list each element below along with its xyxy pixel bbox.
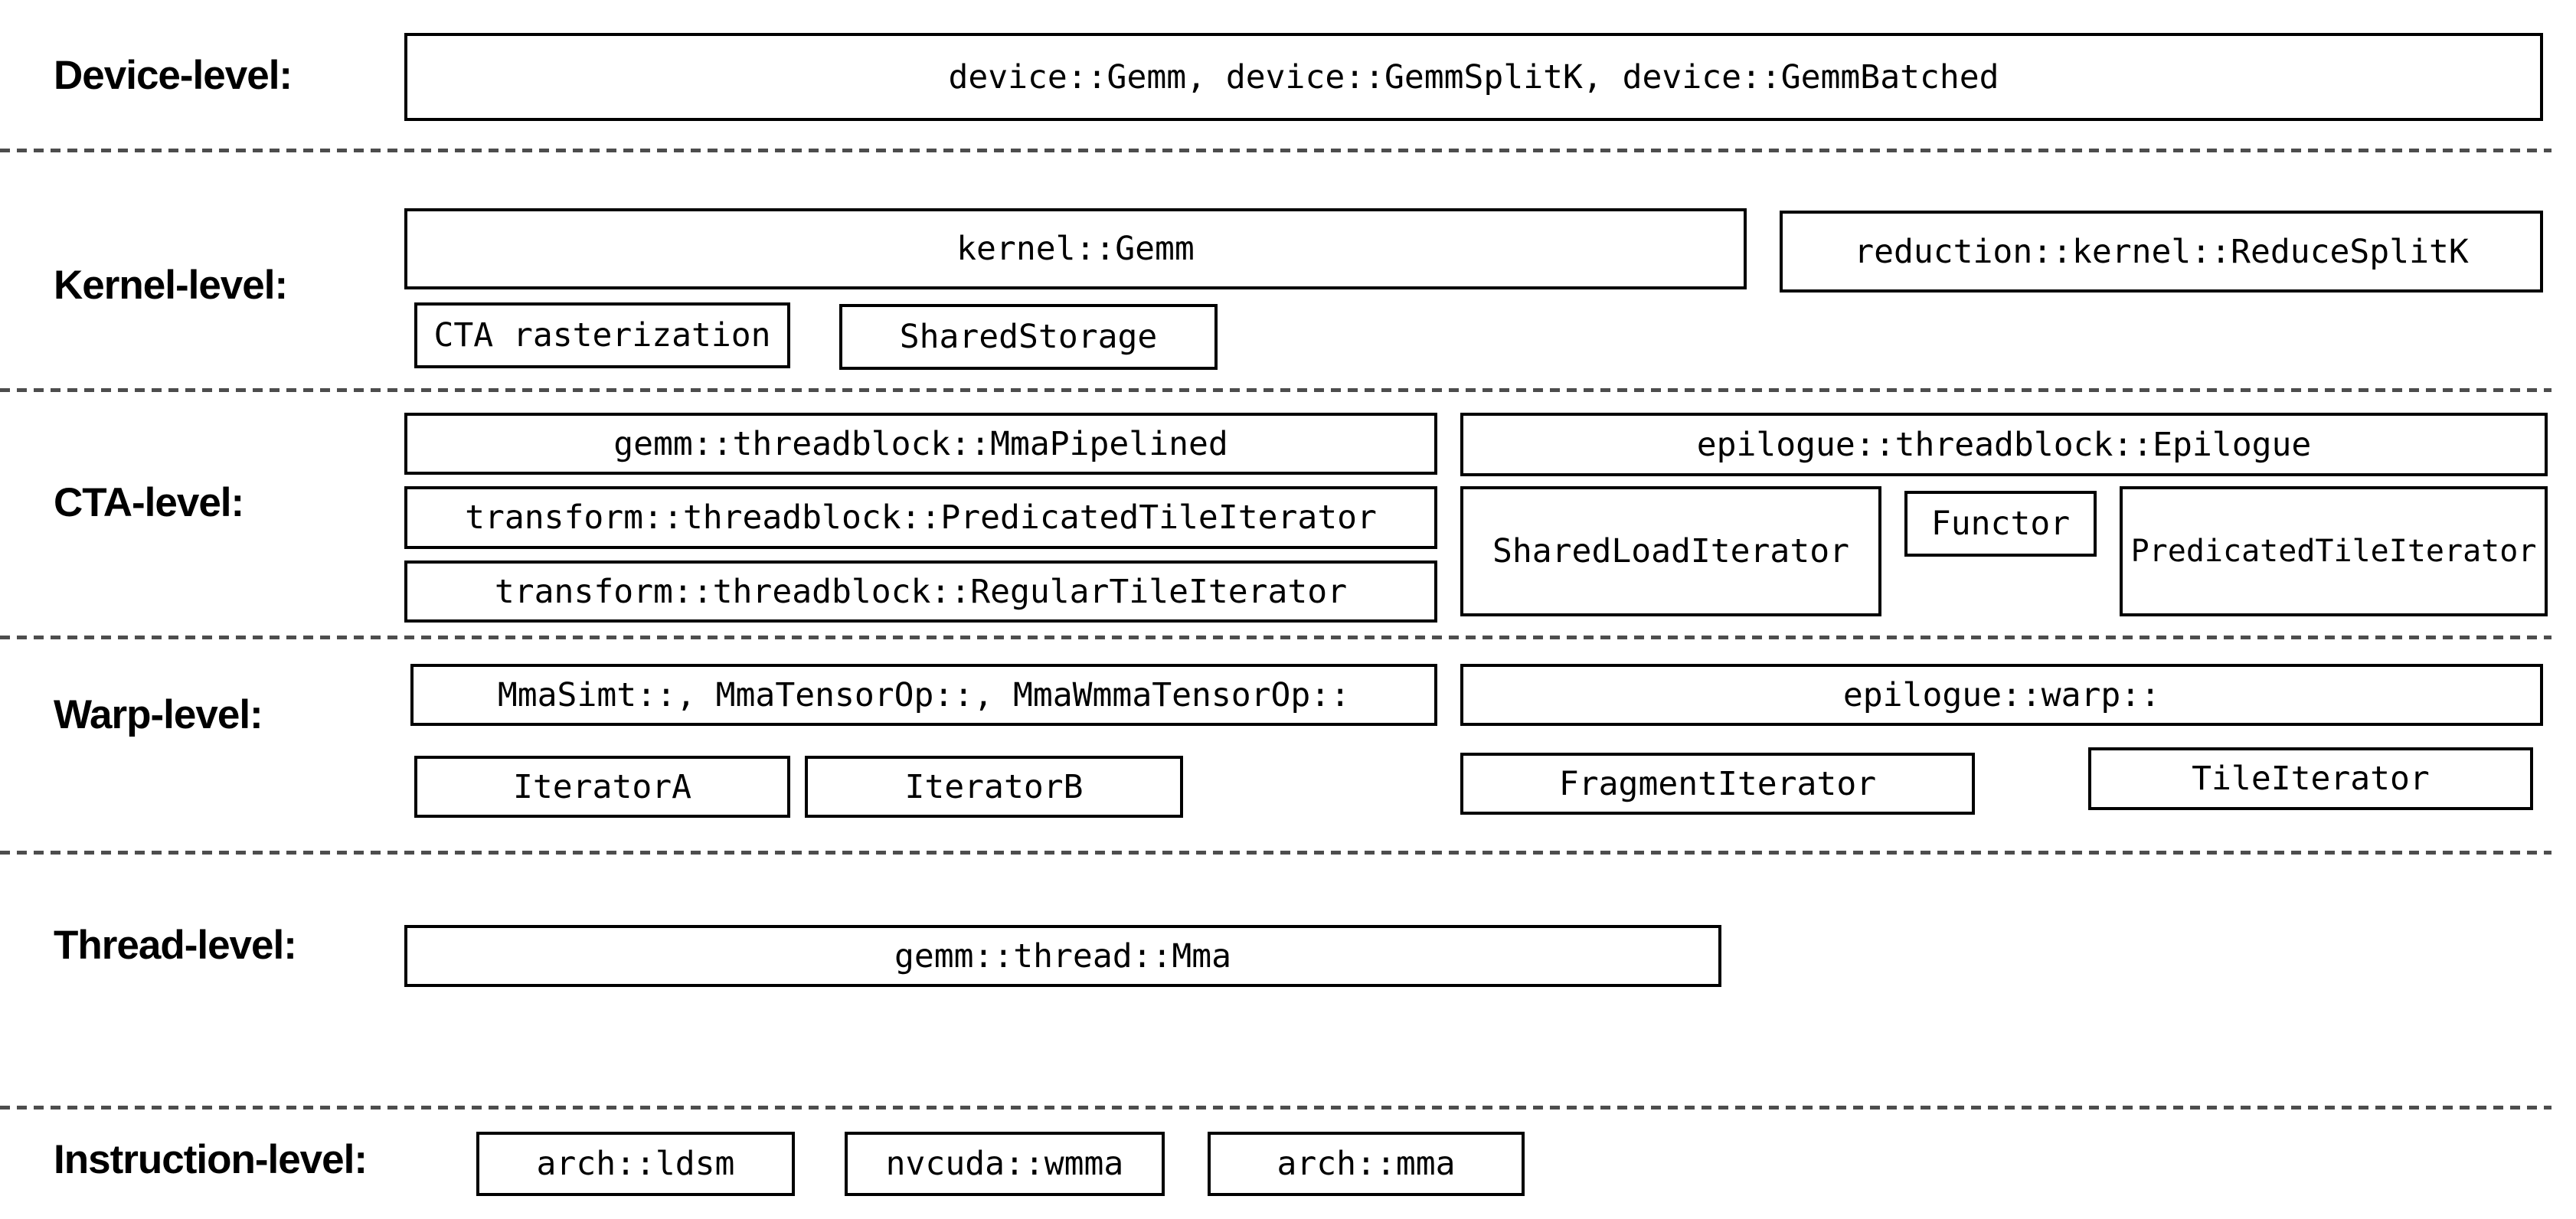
epilogue-predicated-tile-iterator-box: PredicatedTileIterator: [2120, 486, 2548, 616]
iterator-b-box: IteratorB: [805, 756, 1183, 818]
fragment-iterator-box: FragmentIterator: [1460, 753, 1975, 815]
warp-level-label: Warp-level:: [54, 692, 263, 737]
mma-pipelined-box: gemm::threadblock::MmaPipelined: [404, 413, 1437, 475]
cta-level-label: CTA-level:: [54, 480, 244, 525]
epilogue-threadblock-box: epilogue::threadblock::Epilogue: [1460, 413, 2548, 476]
shared-storage-box: SharedStorage: [839, 304, 1218, 370]
predicated-tile-iterator-box: transform::threadblock::PredicatedTileIt…: [404, 486, 1437, 549]
gemm-thread-mma-box: gemm::thread::Mma: [404, 925, 1721, 987]
instruction-level-label: Instruction-level:: [54, 1137, 368, 1182]
arch-mma-box: arch::mma: [1208, 1132, 1525, 1196]
separator-kernel-cta: [0, 388, 2551, 392]
separator-thread-instruction: [0, 1106, 2551, 1110]
separator-cta-warp: [0, 636, 2551, 639]
iterator-a-box: IteratorA: [414, 756, 790, 818]
kernel-gemm-box: kernel::Gemm: [404, 208, 1747, 289]
kernel-level-label: Kernel-level:: [54, 263, 288, 308]
epilogue-warp-box: epilogue::warp::: [1460, 664, 2543, 726]
device-gemm-box: device::Gemm, device::GemmSplitK, device…: [404, 33, 2543, 121]
warp-mma-ops-box: MmaSimt::, MmaTensorOp::, MmaWmmaTensorO…: [410, 664, 1437, 726]
device-level-label: Device-level:: [54, 53, 293, 98]
shared-load-iterator-box: SharedLoadIterator: [1460, 486, 1881, 616]
cta-rasterization-box: CTA rasterization: [414, 302, 790, 368]
separator-device-kernel: [0, 149, 2551, 152]
thread-level-label: Thread-level:: [54, 923, 297, 968]
regular-tile-iterator-box: transform::threadblock::RegularTileItera…: [404, 560, 1437, 623]
tile-iterator-box: TileIterator: [2088, 747, 2533, 810]
arch-ldsm-box: arch::ldsm: [476, 1132, 795, 1196]
reduction-kernel-reduce-splitk-box: reduction::kernel::ReduceSplitK: [1780, 211, 2543, 292]
nvcuda-wmma-box: nvcuda::wmma: [845, 1132, 1165, 1196]
separator-warp-thread: [0, 851, 2551, 855]
functor-box: Functor: [1904, 491, 2097, 557]
